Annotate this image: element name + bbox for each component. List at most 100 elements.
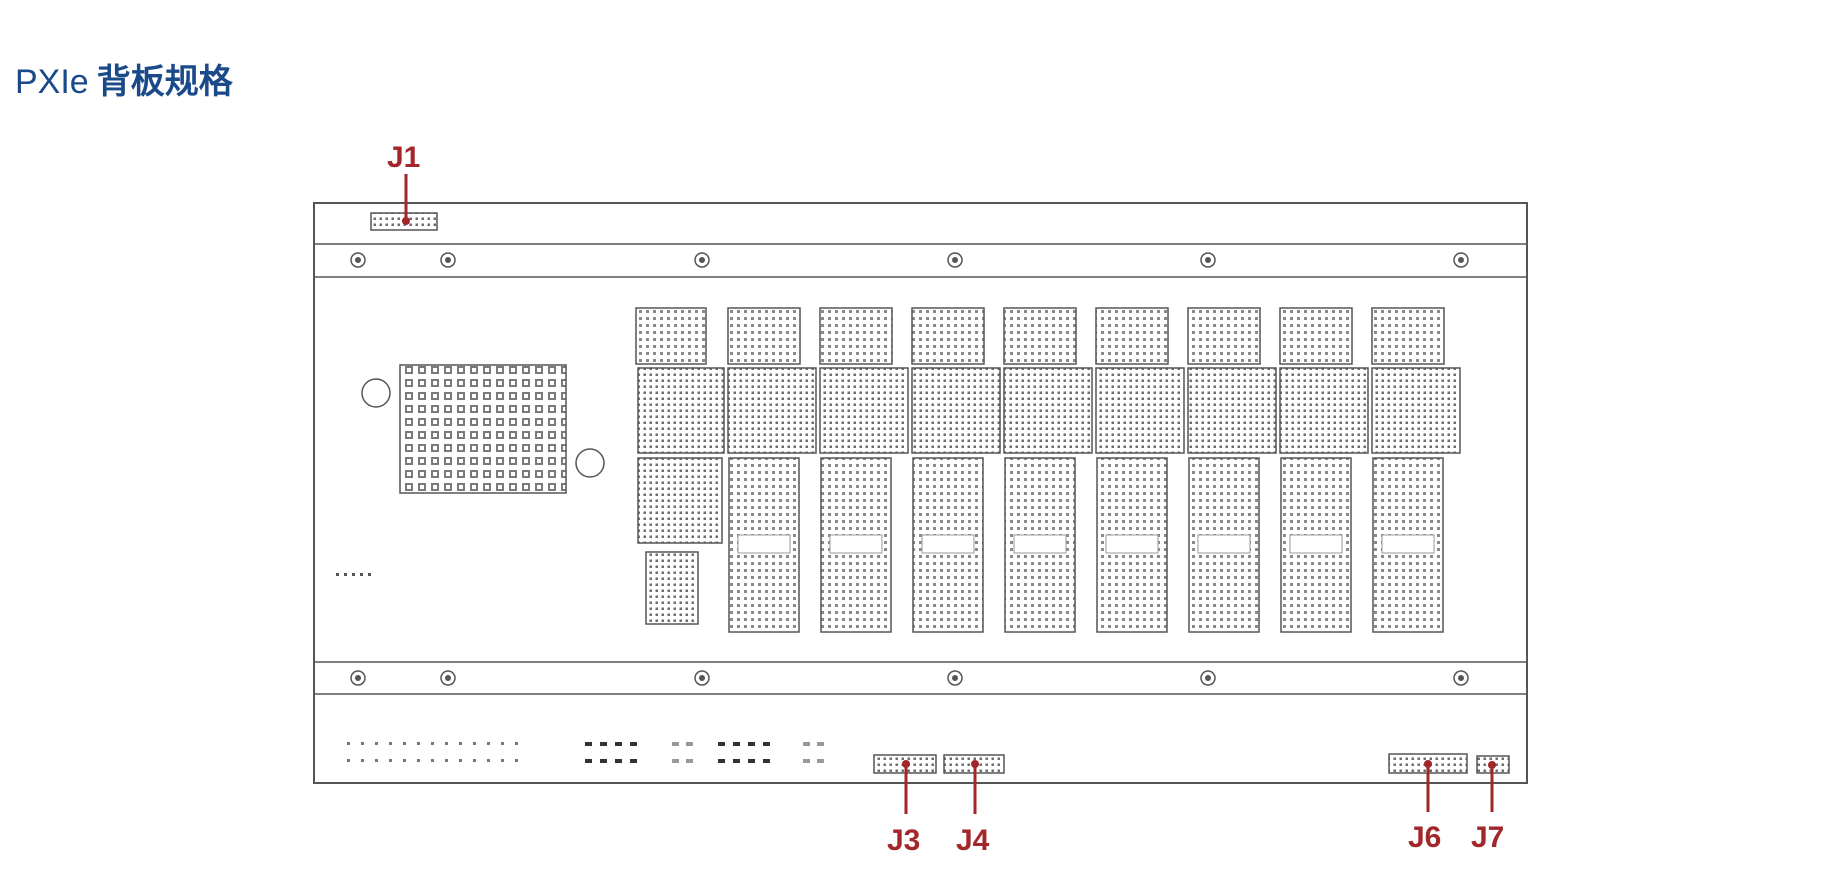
- mounting-hole-center: [699, 675, 705, 681]
- header-pin: [389, 742, 392, 745]
- heatsink: [361, 364, 605, 494]
- slot-middle-connector: [727, 367, 817, 454]
- heatsink-ear-left: [361, 378, 391, 408]
- slot-upper-connector: [1279, 307, 1353, 365]
- slot-middle-connector: [819, 367, 909, 454]
- header-pin: [515, 742, 518, 745]
- slot-key-gap: [921, 534, 975, 554]
- j3-callout: J3: [873, 754, 937, 857]
- j1-callout: J1: [370, 141, 438, 231]
- system-slot: [635, 307, 725, 625]
- peripheral-slot: [1371, 307, 1461, 633]
- peripheral-slot: [1187, 307, 1277, 633]
- slot-key-gap: [1105, 534, 1159, 554]
- header-pin: [389, 759, 392, 762]
- header-pin: [473, 742, 476, 745]
- j3-label: J3: [887, 824, 920, 857]
- heatsink-fins: [399, 364, 567, 494]
- header-pin: [686, 759, 693, 763]
- j7-leader-dot: [1488, 761, 1496, 769]
- mounting-hole-center: [445, 257, 451, 263]
- peripheral-slot: [1279, 307, 1369, 633]
- header-pin: [487, 742, 490, 745]
- header-pin: [817, 742, 824, 746]
- page-title-prefix: PXIe: [15, 63, 89, 101]
- bottom-headers: [347, 742, 824, 763]
- header-pin: [361, 759, 364, 762]
- slot-middle-connector: [911, 367, 1001, 454]
- j1-leader-dot: [402, 217, 410, 225]
- slot-upper-connector: [1003, 307, 1077, 365]
- header-pin: [347, 742, 350, 745]
- header-pin: [417, 759, 420, 762]
- peripheral-slot: [1095, 307, 1185, 633]
- header-pin: [585, 742, 592, 746]
- slot-upper-connector: [1095, 307, 1169, 365]
- header-pin: [347, 759, 350, 762]
- header-pin: [615, 742, 622, 746]
- header-pin: [672, 759, 679, 763]
- header-pin: [748, 759, 755, 763]
- slot-upper-connector: [727, 307, 801, 365]
- slot-middle-connector: [1187, 367, 1277, 454]
- peripheral-slot: [727, 307, 817, 633]
- header-pin: [375, 742, 378, 745]
- header-pin: [733, 742, 740, 746]
- mounting-hole-center: [1205, 257, 1211, 263]
- header-pin: [672, 742, 679, 746]
- header-pin: [375, 759, 378, 762]
- header-pin: [763, 759, 770, 763]
- slot-key-gap: [1013, 534, 1067, 554]
- mounting-hole-center: [1458, 675, 1464, 681]
- status-dots: [336, 573, 371, 576]
- header-pin: [459, 759, 462, 762]
- mounting-hole-center: [355, 257, 361, 263]
- slot-middle-connector: [1371, 367, 1461, 454]
- slot-key-gap: [1381, 534, 1435, 554]
- header-pin: [803, 742, 810, 746]
- system-slot-switch-block: [645, 551, 699, 625]
- slot-upper-connector: [911, 307, 985, 365]
- header-pin: [686, 742, 693, 746]
- header-pin: [515, 759, 518, 762]
- header-pin: [600, 742, 607, 746]
- header-pin: [431, 759, 434, 762]
- header-pin: [417, 742, 420, 745]
- header-pin: [803, 759, 810, 763]
- j7-callout: J7: [1471, 755, 1510, 854]
- j1-label: J1: [387, 141, 420, 174]
- slot-key-gap: [1197, 534, 1251, 554]
- slot-upper-connector: [1371, 307, 1445, 365]
- slot-middle-connector: [1279, 367, 1369, 454]
- mounting-holes: [350, 252, 1469, 686]
- header-pin: [361, 742, 364, 745]
- peripheral-slots: [727, 307, 1461, 633]
- slot-key-gap: [737, 534, 791, 554]
- header-pin: [615, 759, 622, 763]
- slot-upper-connector: [1187, 307, 1261, 365]
- header-pin: [501, 759, 504, 762]
- mounting-hole-center: [1458, 257, 1464, 263]
- j4-callout: J4: [943, 754, 1005, 857]
- header-pin: [585, 759, 592, 763]
- header-pin: [459, 742, 462, 745]
- slot-key-gap: [1289, 534, 1343, 554]
- slot-upper-connector: [819, 307, 893, 365]
- system-slot-upper-connector: [635, 307, 707, 365]
- j6-leader-dot: [1424, 760, 1432, 768]
- header-pin: [403, 759, 406, 762]
- header-pin: [817, 759, 824, 763]
- header-pin: [718, 759, 725, 763]
- header-pin: [473, 759, 476, 762]
- system-slot-lower-connector: [637, 457, 723, 544]
- j3-leader-dot: [902, 760, 910, 768]
- page-title-suffix: 背板规格: [96, 62, 233, 102]
- peripheral-slot: [911, 307, 1001, 633]
- mounting-hole-center: [355, 675, 361, 681]
- header-pin: [431, 742, 434, 745]
- j6-label: J6: [1408, 821, 1441, 854]
- slot-middle-connector: [1095, 367, 1185, 454]
- system-slot-middle-connector: [637, 367, 725, 454]
